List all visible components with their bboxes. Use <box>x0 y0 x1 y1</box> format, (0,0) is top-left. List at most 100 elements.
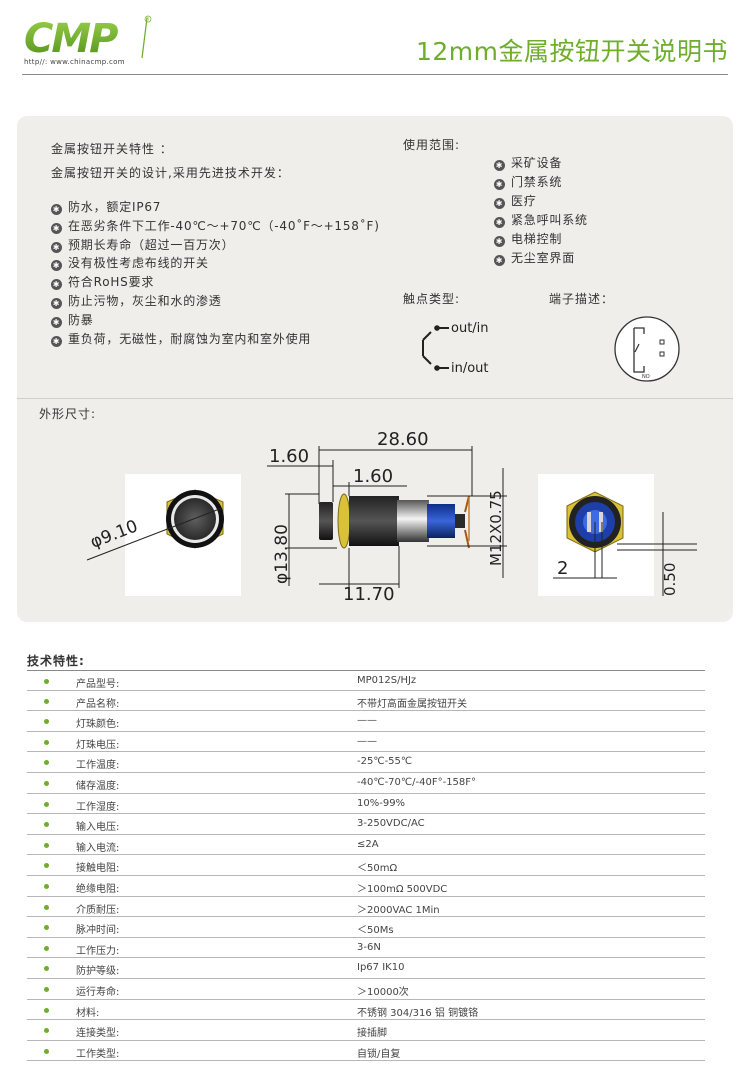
spec-label: 灯珠电压: <box>76 739 120 751</box>
spec-row: 连接类型:接插脚 <box>27 1020 705 1041</box>
spec-row: 工作压力:3-6N <box>27 938 705 959</box>
contact-diagram: out/in in/out <box>422 321 489 376</box>
feature-item: ✱重负荷，无磁性，耐腐蚀为室内和室外使用 <box>51 331 312 347</box>
star-icon: ✱ <box>51 222 62 234</box>
bullet-dot-icon <box>44 760 49 766</box>
terminal-title: 端子描述： <box>549 292 615 306</box>
contact-type-title: 触点类型: <box>403 292 461 306</box>
total-length-label: 28.60 <box>377 429 429 450</box>
dimensions-title: 外形尺寸: <box>39 407 97 421</box>
spec-label: 灯珠颜色: <box>76 719 120 731</box>
spec-value: —— <box>357 715 377 727</box>
spec-label: 输入电压: <box>76 822 120 834</box>
spec-value: ＜50mΩ <box>357 863 398 875</box>
thread-length-label: 11.70 <box>343 584 395 605</box>
features-subtitle: 金属按钮开关的设计,采用先进技术开发： <box>51 166 290 180</box>
contact-in-label: in/out <box>451 361 489 376</box>
bullet-dot-icon <box>44 719 49 725</box>
spec-value: 3-250VDC/AC <box>357 818 425 830</box>
spec-row: 灯珠颜色: —— <box>27 711 705 732</box>
logo-url: http//: www.chinacmp.com <box>24 58 125 66</box>
star-icon: ✱ <box>494 198 505 209</box>
bullet-dot-icon <box>44 904 49 910</box>
bullet-dot-icon <box>44 1007 49 1013</box>
usage-item: ✱门禁系统 <box>494 175 563 190</box>
spec-row: 输入电流: ≤2A <box>27 835 705 856</box>
flange-thickness-label: 1.60 <box>269 446 309 467</box>
front-view: φ9.10 <box>86 474 241 596</box>
feature-item: ✱预期长寿命（超过一百万次） <box>51 237 235 253</box>
bullet-dot-icon <box>44 945 49 951</box>
spec-row: 工作湿度:10%-99% <box>27 794 705 815</box>
features-title: 金属按钮开关特性 ： <box>51 142 173 156</box>
spec-row: 绝缘电阻: ＞100mΩ 500VDC <box>27 876 705 897</box>
bullet-dot-icon <box>44 739 49 745</box>
spec-value: ≤2A <box>357 838 379 850</box>
spec-label: 输入电流: <box>76 842 120 854</box>
spec-label: 工作湿度: <box>76 801 120 813</box>
features-list: ✱防水，额定IP67 ✱在恶劣条件下工作-40℃～+70℃（-40˚F～+158… <box>51 198 380 348</box>
star-icon: ✱ <box>494 160 505 171</box>
spec-label: 介质耐压: <box>76 904 120 916</box>
star-icon: ✱ <box>51 297 62 309</box>
cmp-logo: CMP R <box>24 15 152 60</box>
spec-label: 脉冲时间: <box>76 925 120 937</box>
spec-value: Ip67 IK10 <box>357 962 405 974</box>
spec-value: 不锈钢 304/316 铝 铜镀铬 <box>357 1007 479 1019</box>
feature-item: ✱防止污物，灰尘和水的渗透 <box>51 293 222 309</box>
spec-row: 接触电阻:＜50mΩ <box>27 855 705 876</box>
side-view: 28.60 1.60 1.60 φ13.80 11.70 M12X0.75 <box>267 429 507 605</box>
dimension-drawing: φ9.10 28.60 1.60 1.60 <box>86 429 697 605</box>
usage-item: ✱采矿设备 <box>494 156 563 171</box>
pin-thickness-label: 0.50 <box>661 563 679 596</box>
bullet-dot-icon <box>44 883 49 889</box>
spec-label: 工作温度: <box>76 760 120 772</box>
spec-label: 绝缘电阻: <box>76 883 120 895</box>
usage-title: 使用范围: <box>403 138 461 152</box>
star-icon: ✱ <box>51 335 62 347</box>
logo-text: CMP <box>24 16 118 60</box>
spec-row: 脉冲时间: ＜50Ms <box>27 917 705 938</box>
star-icon: ✱ <box>494 217 505 228</box>
star-icon: ✱ <box>51 260 62 272</box>
bullet-dot-icon <box>44 780 49 786</box>
usage-item: ✱医疗 <box>494 194 537 209</box>
star-icon: ✱ <box>51 279 62 291</box>
spec-row: 产品名称:不带灯高面金属按钮开关 <box>27 691 705 712</box>
bullet-dot-icon <box>44 679 49 684</box>
page-title: 12mm金属按钮开关说明书 <box>415 37 728 66</box>
spec-label: 储存温度: <box>76 780 120 792</box>
spec-value: ＞100mΩ 500VDC <box>357 883 448 895</box>
svg-text:R: R <box>146 17 149 22</box>
feature-item: ✱防暴 <box>51 312 94 328</box>
spec-value: MP012S/HJz <box>357 675 417 686</box>
spec-row: 运行寿命:＞10000次 <box>27 979 705 1000</box>
bullet-dot-icon <box>44 822 49 828</box>
spec-value: ＜50Ms <box>357 925 394 937</box>
spec-row: 工作温度: -25℃-55℃ <box>27 752 705 773</box>
spec-row: 产品型号:MP012S/HJz <box>27 670 705 691</box>
spec-value: -40℃-70℃/-40F°-158F° <box>357 776 477 788</box>
spec-row: 储存温度: -40℃-70℃/-40F°-158F° <box>27 773 705 794</box>
usage-item: ✱紧急呼叫系统 <box>494 213 588 228</box>
thread-spec-label: M12X0.75 <box>487 490 505 566</box>
spec-row: 输入电压: 3-250VDC/AC <box>27 814 705 835</box>
spec-value: 自锁/自复 <box>357 1048 401 1060</box>
star-icon: ✱ <box>494 179 505 190</box>
spec-value: ＞2000VAC 1Min <box>357 904 440 916</box>
terminal-diagram: NO <box>614 316 680 382</box>
spec-row: 灯珠电压:—— <box>27 732 705 753</box>
bullet-dot-icon <box>44 1028 49 1034</box>
feature-item: ✱防水，额定IP67 <box>51 200 162 215</box>
bullet-dot-icon <box>44 842 49 848</box>
spec-label: 工作类型: <box>76 1048 120 1060</box>
spec-value: 3-6N <box>357 941 381 953</box>
spec-value: ＞10000次 <box>357 986 409 998</box>
spec-row: 工作类型: 自锁/自复 <box>27 1041 705 1062</box>
spec-row: 防护等级:Ip67 IK10 <box>27 958 705 979</box>
spec-value: -25℃-55℃ <box>357 756 413 768</box>
feature-item: ✱在恶劣条件下工作-40℃～+70℃（-40˚F～+158˚F) <box>51 218 380 234</box>
usage-item: ✱无尘室界面 <box>494 251 576 266</box>
star-icon: ✱ <box>51 241 62 253</box>
